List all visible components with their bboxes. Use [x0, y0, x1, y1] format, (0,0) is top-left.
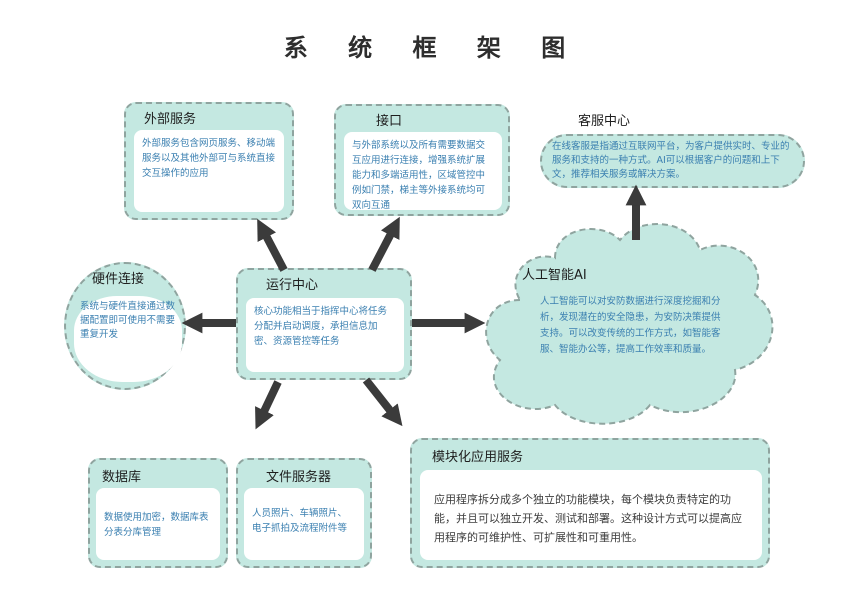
ai-cloud-shape: [485, 223, 774, 425]
database-text: 数据使用加密，数据库表分表分库管理: [96, 488, 220, 560]
arrow-to-modular: [362, 377, 403, 427]
database-card: 数据库 数据使用加密，数据库表分表分库管理: [88, 458, 228, 568]
ops-center-title: 运行中心: [266, 278, 319, 293]
ops-center-card: 运行中心 核心功能相当于指挥中心将任务分配并启动调度，承担信息加密、资源管控等任…: [236, 268, 412, 380]
arrow-to-interface: [368, 216, 400, 272]
customer-center-text: 在线客服是指通过互联网平台，为客户提供实时、专业的服务和支持的一种方式。AI可以…: [540, 134, 805, 188]
modular-service-text: 应用程序拆分成多个独立的功能模块，每个模块负责特定的功能，并且可以独立开发、测试…: [420, 470, 762, 560]
database-title: 数据库: [102, 470, 142, 485]
file-server-card: 文件服务器 人员照片、车辆照片、电子抓拍及流程附件等: [236, 458, 372, 568]
arrow-to-database: [255, 380, 282, 430]
modular-service-title: 模块化应用服务: [432, 450, 524, 465]
hardware-title: 硬件连接: [92, 272, 145, 287]
ai-text: 人工智能可以对安防数据进行深度挖掘和分析，发现潜在的安全隐患，为安防决策提供支持…: [540, 296, 721, 355]
ops-center-text: 核心功能相当于指挥中心将任务分配并启动调度，承担信息加密、资源管控等任务: [246, 298, 404, 372]
hardware-text: 系统与硬件直接通过数据配置即可使用不需要重复开发: [74, 296, 182, 382]
ai-title: 人工智能AI: [522, 268, 587, 283]
interface-title: 接口: [376, 114, 403, 129]
diagram-title: 系 统 框 架 图: [283, 33, 582, 62]
file-server-title: 文件服务器: [266, 470, 332, 485]
interface-text: 与外部系统以及所有需要数据交互应用进行连接，增强系统扩展能力和多端适用性，区域管…: [344, 132, 502, 211]
interface-card: 接口 与外部系统以及所有需要数据交互应用进行连接，增强系统扩展能力和多端适用性，…: [334, 104, 510, 216]
customer-center-title: 客服中心: [578, 114, 631, 129]
external-service-title: 外部服务: [144, 112, 197, 127]
external-service-text: 外部服务包含网页服务、移动端服务以及其他外部可与系统直接交互操作的应用: [134, 130, 284, 212]
modular-service-card: 模块化应用服务 应用程序拆分成多个独立的功能模块，每个模块负责特定的功能，并且可…: [410, 438, 770, 568]
arrow-to-external: [257, 218, 288, 272]
file-server-text: 人员照片、车辆照片、电子抓拍及流程附件等: [244, 488, 364, 560]
external-service-card: 外部服务 外部服务包含网页服务、移动端服务以及其他外部可与系统直接交互操作的应用: [124, 102, 294, 220]
